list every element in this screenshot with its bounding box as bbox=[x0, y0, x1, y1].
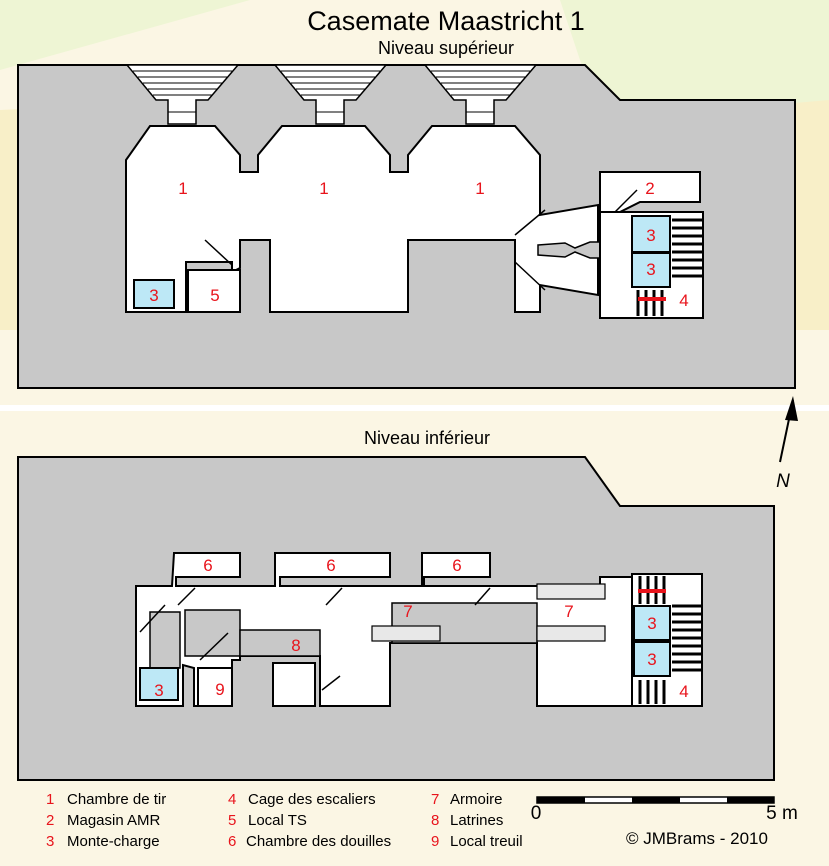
corridor-pillar bbox=[537, 241, 601, 259]
scale-start-label: 0 bbox=[531, 803, 542, 824]
scale-bar bbox=[536, 796, 775, 804]
lower-lift-1 bbox=[633, 605, 671, 641]
room-number: 6 bbox=[452, 556, 461, 575]
room-9-local-treuil bbox=[197, 667, 233, 707]
inner-wall bbox=[391, 602, 538, 644]
legend-label: Magasin AMR bbox=[67, 812, 161, 829]
terrain-green-patch-left bbox=[0, 0, 250, 70]
room-number: 1 bbox=[319, 179, 328, 198]
room-8-latrines bbox=[272, 662, 316, 707]
room-number: 9 bbox=[215, 680, 224, 699]
legend-label: Cage des escaliers bbox=[248, 791, 376, 808]
room-number: 3 bbox=[646, 260, 655, 279]
room-number: 3 bbox=[647, 614, 656, 633]
legend-number: 5 bbox=[228, 812, 236, 829]
inner-wall bbox=[184, 609, 241, 657]
door-swing bbox=[514, 209, 546, 236]
north-label: N bbox=[776, 471, 790, 492]
lower-level bbox=[17, 456, 775, 781]
legend-label: Local TS bbox=[248, 812, 307, 829]
legend-label: Latrines bbox=[450, 812, 503, 829]
room-number: 2 bbox=[645, 179, 654, 198]
legend-number: 8 bbox=[431, 812, 439, 829]
room-number: 1 bbox=[178, 179, 187, 198]
upper-lift-left bbox=[133, 279, 175, 309]
room-number: 3 bbox=[154, 681, 163, 700]
embrasure-1 bbox=[125, 64, 240, 125]
upper-level bbox=[17, 64, 796, 389]
room-number: 5 bbox=[210, 286, 219, 305]
door-swing bbox=[611, 189, 638, 216]
room-number: 3 bbox=[647, 650, 656, 669]
room-number: 3 bbox=[646, 226, 655, 245]
legend-label: Armoire bbox=[450, 791, 503, 808]
terrain-green-patch bbox=[560, 0, 829, 120]
embrasure-2 bbox=[273, 64, 388, 125]
upper-level-label: Niveau supérieur bbox=[378, 38, 514, 58]
door-swing bbox=[204, 239, 233, 266]
room-number: 4 bbox=[679, 291, 688, 310]
legend-number: 1 bbox=[46, 791, 54, 808]
lower-level-label: Niveau inférieur bbox=[364, 428, 490, 448]
door-swing bbox=[139, 604, 166, 633]
door-swing bbox=[321, 675, 341, 691]
level-separator bbox=[0, 405, 829, 411]
legend-label: Chambre des douilles bbox=[246, 833, 391, 850]
room-number: 1 bbox=[475, 179, 484, 198]
inner-wall bbox=[239, 629, 321, 657]
room-number: 7 bbox=[403, 602, 412, 621]
legend-label: Local treuil bbox=[450, 833, 523, 850]
armoire bbox=[371, 625, 441, 642]
plan-title: Casemate Maastricht 1 bbox=[307, 6, 585, 36]
room-number: 6 bbox=[326, 556, 335, 575]
room-number: 3 bbox=[149, 286, 158, 305]
upper-lift-2 bbox=[631, 252, 671, 288]
lower-stair-treads bbox=[638, 576, 702, 704]
legend-number: 3 bbox=[46, 833, 54, 850]
legend-number: 9 bbox=[431, 833, 439, 850]
legend-label: Monte-charge bbox=[67, 833, 160, 850]
lower-lift-left bbox=[139, 667, 179, 701]
door-swing bbox=[177, 587, 196, 606]
north-arrow bbox=[779, 396, 798, 463]
lower-lift-2 bbox=[633, 641, 671, 677]
door-swing bbox=[514, 261, 546, 291]
upper-stair-treads bbox=[636, 218, 703, 316]
armoire bbox=[536, 625, 606, 642]
legend-number: 4 bbox=[228, 791, 236, 808]
room-number: 8 bbox=[291, 636, 300, 655]
credit: © JMBrams - 2010 bbox=[626, 829, 768, 848]
legend-label: Chambre de tir bbox=[67, 791, 166, 808]
room-number: 4 bbox=[679, 682, 688, 701]
inner-wall bbox=[149, 611, 181, 669]
room-5-local-ts bbox=[187, 269, 241, 313]
embrasure-3 bbox=[423, 64, 538, 125]
upper-main-floor bbox=[125, 125, 599, 313]
armoire bbox=[536, 583, 606, 600]
legend-number: 7 bbox=[431, 791, 439, 808]
door-swing bbox=[199, 632, 229, 661]
door-swing bbox=[474, 587, 491, 606]
legend-number: 6 bbox=[228, 833, 236, 850]
legend-number: 2 bbox=[46, 812, 54, 829]
room-number: 6 bbox=[203, 556, 212, 575]
legend: 1 Chambre de tir 2 Magasin AMR 3 Monte-c… bbox=[46, 791, 523, 850]
room-number: 7 bbox=[564, 602, 573, 621]
door-swing bbox=[325, 587, 343, 606]
scale-end-label: 5 m bbox=[766, 803, 798, 824]
